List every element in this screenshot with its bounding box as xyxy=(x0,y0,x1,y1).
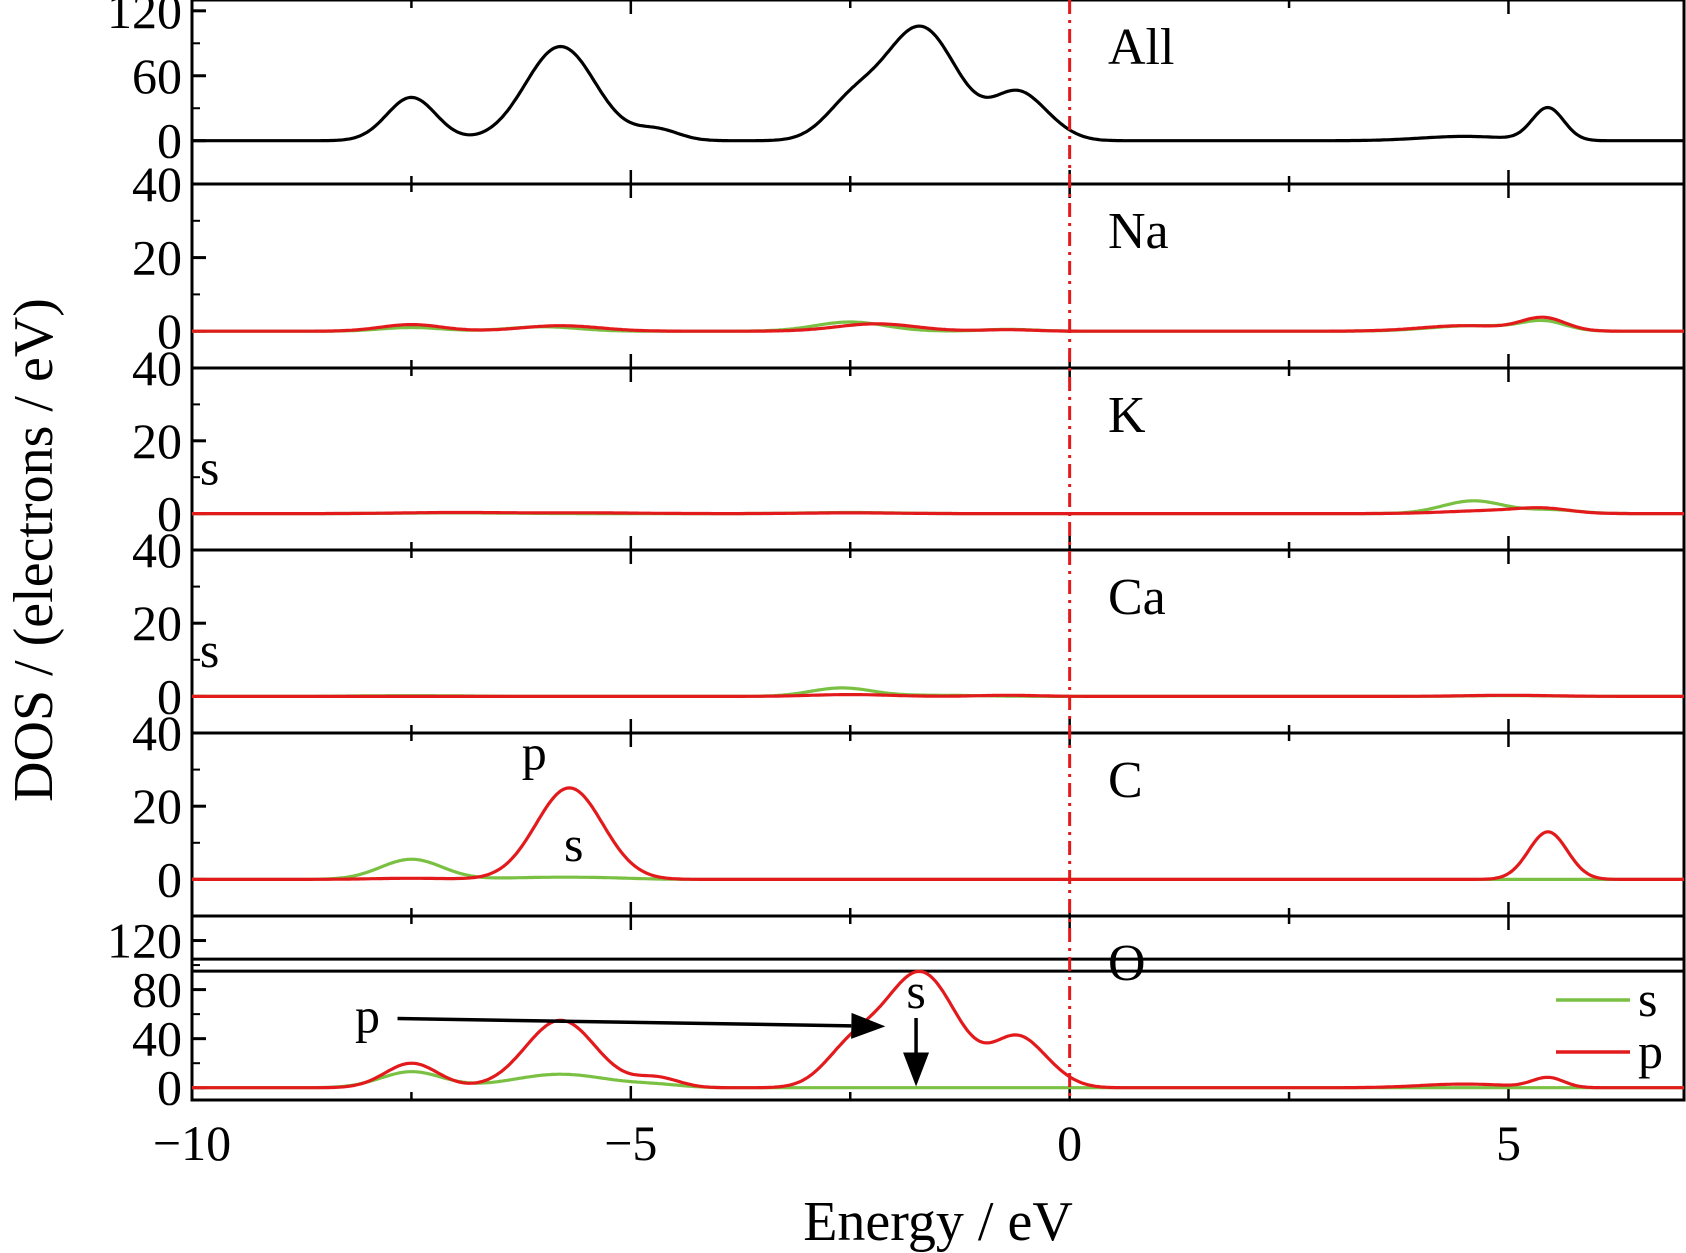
annotation-s: s xyxy=(906,963,925,1019)
y-tick-label: 40 xyxy=(132,1011,182,1067)
panels: 060120All02040Na02040Ks02040Cas02040Cps0… xyxy=(107,0,1686,1116)
y-tick-label: 120 xyxy=(107,0,182,39)
y-tick-label: 0 xyxy=(157,1060,182,1116)
x-tick-label: 5 xyxy=(1496,1115,1521,1171)
panel-frame xyxy=(190,0,1686,186)
panel-frame xyxy=(190,731,1686,918)
panel-frame xyxy=(190,182,1686,370)
y-tick-label: 120 xyxy=(107,913,182,969)
y-tick-label: 60 xyxy=(132,48,182,104)
legend-label-s: s xyxy=(1638,971,1657,1027)
annotation-p: p xyxy=(355,988,380,1044)
annotation-p: p xyxy=(522,725,547,781)
x-axis-title: Energy / eV xyxy=(803,1191,1073,1253)
panel-label: O xyxy=(1108,935,1146,992)
y-tick-label: 0 xyxy=(157,113,182,169)
series-c-s xyxy=(192,857,1684,881)
panel-label: C xyxy=(1108,752,1143,809)
x-axis: −10 −5 0 5 xyxy=(153,1115,1521,1171)
y-tick-label: 0 xyxy=(157,486,182,542)
series-all-total xyxy=(192,24,1684,143)
panel-label: K xyxy=(1108,387,1146,444)
y-tick-label: 40 xyxy=(132,340,182,396)
y-tick-label: 40 xyxy=(132,522,182,578)
y-tick-label: 80 xyxy=(132,962,182,1018)
y-tick-label: 20 xyxy=(132,595,182,651)
legend-label-p: p xyxy=(1638,1023,1663,1079)
series-o-s xyxy=(192,1070,1684,1090)
x-tick-label: 0 xyxy=(1057,1115,1082,1171)
series-na-p xyxy=(192,315,1684,333)
panel-label: Na xyxy=(1108,203,1169,260)
panel-label: Ca xyxy=(1108,569,1166,626)
series-k-p xyxy=(192,506,1684,516)
y-tick-label: 40 xyxy=(132,705,182,761)
y-tick-label: 20 xyxy=(132,413,182,469)
panel-frame xyxy=(190,366,1686,552)
panel-frame xyxy=(190,548,1686,735)
panel-frame xyxy=(190,914,1686,1102)
annotation-s: s xyxy=(564,816,583,872)
y-tick-label: 20 xyxy=(132,230,182,286)
y-axis-title: DOS / (electrons / eV) xyxy=(3,298,65,802)
legend: sp xyxy=(1556,971,1663,1079)
x-tick-label: −5 xyxy=(604,1115,657,1171)
panel-label: All xyxy=(1108,19,1174,76)
series-ca-p xyxy=(192,693,1684,698)
panel-all: 0 60 120 All xyxy=(107,0,1686,186)
y-tick-label: 20 xyxy=(132,778,182,834)
annotation-arrow-head xyxy=(851,1012,886,1039)
x-tick-label: −10 xyxy=(153,1115,231,1171)
series-c-p xyxy=(192,786,1684,881)
y-tick-label: 40 xyxy=(132,156,182,212)
y-tick-label: 0 xyxy=(157,851,182,907)
annotation-arrow-head xyxy=(903,1052,930,1087)
y-tick-label: 0 xyxy=(157,668,182,724)
y-tick-label: 0 xyxy=(157,303,182,359)
annotation-s: s xyxy=(200,622,219,678)
annotation-s: s xyxy=(200,439,219,495)
series-o-p xyxy=(192,969,1684,1090)
annotation-arrow-shaft xyxy=(397,1016,852,1028)
